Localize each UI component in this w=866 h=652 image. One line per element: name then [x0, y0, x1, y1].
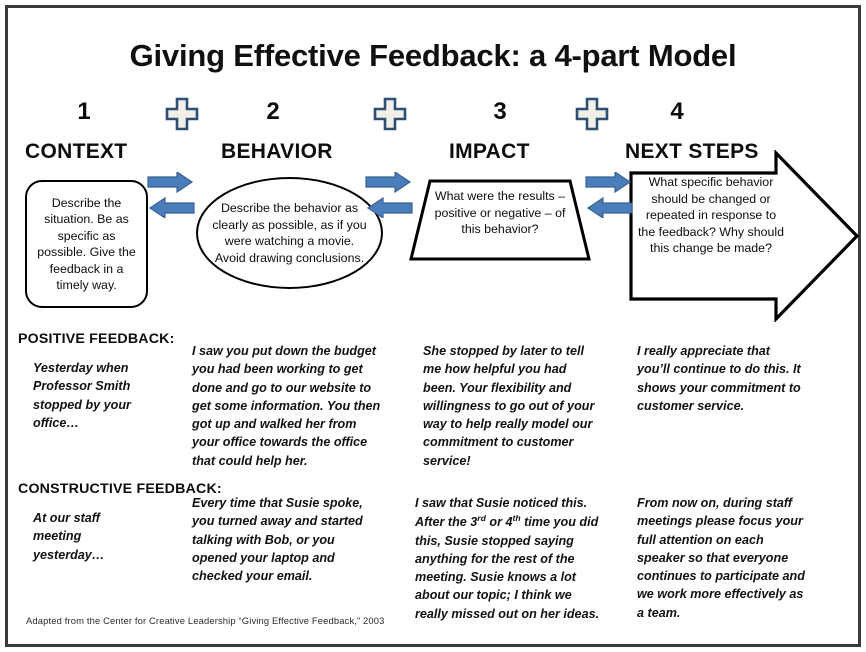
shape-context-text: Describe the situation. Be as specific a…: [37, 195, 136, 293]
positive-feedback-column-2: I saw you put down the budget you had be…: [192, 344, 381, 468]
constructive-col3-part-a: I saw that Susie noticed this. After the…: [415, 496, 588, 530]
positive-feedback-column-1: Yesterday when Professor Smith stopped b…: [33, 361, 131, 430]
section-label-constructive-feedback: CONSTRUCTIVE FEEDBACK:: [18, 481, 222, 497]
stage-heading-next-steps: NEXT STEPS: [625, 140, 759, 163]
shape-impact-text: What were the results – positive or nega…: [434, 189, 566, 236]
constructive-feedback-column-4: From now on, during staff meetings pleas…: [637, 496, 805, 620]
section-label-positive-feedback: POSITIVE FEEDBACK:: [18, 331, 175, 347]
plus-icon: [575, 97, 609, 131]
source-attribution: Adapted from the Center for Creative Lea…: [26, 615, 385, 626]
shape-context-rounded-rectangle: Describe the situation. Be as specific a…: [25, 180, 148, 308]
shape-behavior-text: Describe the behavior as clearly as poss…: [212, 201, 367, 265]
positive-feedback-column-4: I really appreciate that you’ll continue…: [637, 344, 801, 413]
shape-next-steps-block-arrow: What specific behavior should be changed…: [628, 150, 860, 322]
constructive-col3-part-c: time you did this, Susie stopped saying …: [415, 515, 600, 621]
shape-impact-trapezoid: What were the results – positive or nega…: [408, 178, 592, 262]
constructive-col3-sup-th: th: [512, 513, 521, 524]
step-number-3: 3: [493, 98, 507, 125]
constructive-feedback-column-1: At our staff meeting yesterday…: [33, 511, 105, 562]
positive-feedback-column-3: She stopped by later to tell me how help…: [423, 344, 595, 468]
stage-heading-context: CONTEXT: [25, 140, 128, 163]
constructive-col3-sup-rd: rd: [477, 513, 486, 524]
step-number-1: 1: [77, 98, 91, 125]
double-arrow-icon: [585, 170, 633, 220]
stage-heading-impact: IMPACT: [449, 140, 530, 163]
plus-icon: [165, 97, 199, 131]
plus-icon: [373, 97, 407, 131]
constructive-col3-part-b: or 4: [485, 515, 513, 530]
stage-heading-behavior: BEHAVIOR: [221, 140, 333, 163]
shape-next-steps-text: What specific behavior should be changed…: [637, 175, 785, 255]
step-number-4: 4: [670, 98, 684, 125]
double-arrow-icon: [365, 170, 413, 220]
shape-behavior-ellipse: Describe the behavior as clearly as poss…: [196, 177, 383, 289]
step-number-2: 2: [266, 98, 280, 125]
double-arrow-icon: [147, 170, 195, 220]
constructive-feedback-column-2: Every time that Susie spoke, you turned …: [192, 496, 363, 583]
slide-background: [11, 11, 855, 641]
page-title: Giving Effective Feedback: a 4-part Mode…: [129, 38, 737, 73]
constructive-feedback-column-3: I saw that Susie noticed this. After the…: [415, 494, 601, 623]
